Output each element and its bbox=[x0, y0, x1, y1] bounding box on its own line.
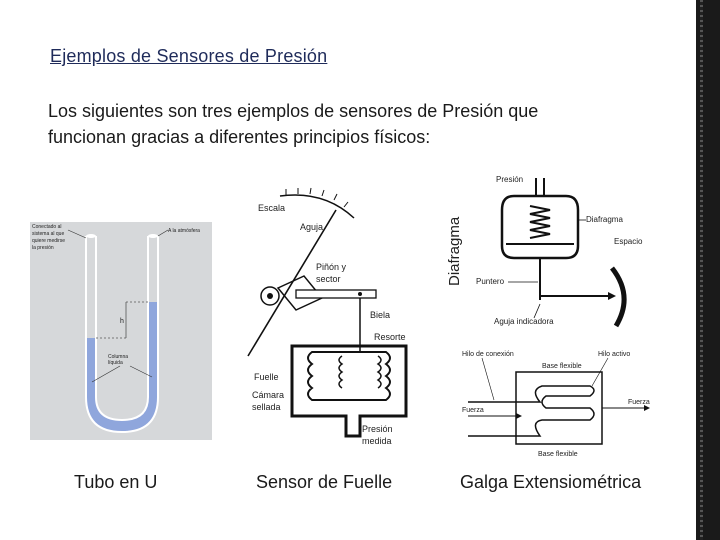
diaphragm-needle-label: Aguja indicadora bbox=[494, 317, 554, 326]
bellows-measured-label-2: medida bbox=[362, 436, 392, 446]
diaphragm-housing bbox=[500, 194, 580, 260]
gauge-connection-label: Hilo de conexión bbox=[462, 351, 514, 358]
intro-line-1: Los siguientes son tres ejemplos de sens… bbox=[48, 101, 539, 121]
bellows-needle bbox=[247, 209, 337, 357]
bellows-scale-label: Escala bbox=[258, 203, 285, 213]
gauge-force-left-label: Fuerza bbox=[462, 407, 484, 414]
bellows-pinion-label-2: sector bbox=[316, 274, 341, 284]
bellows-measured-label-1: Presión bbox=[362, 424, 393, 434]
u-tube-atmosphere-label: A la atmósfera bbox=[168, 228, 200, 234]
caption-strain-gauge: Galga Extensiométrica bbox=[460, 472, 642, 492]
diaphragm-pressure-label: Presión bbox=[496, 175, 523, 184]
u-tube-inner bbox=[95, 236, 149, 422]
u-tube-connected-label-4: la presión bbox=[32, 245, 54, 251]
bellows-figure: Escala Aguja Piñón y sector Biela Resort… bbox=[236, 186, 422, 450]
diaphragm-label: Diafragma bbox=[586, 215, 623, 224]
diaphragm-scale bbox=[609, 266, 627, 328]
diaphragm-pointer-label: Puntero bbox=[476, 277, 505, 286]
diaphragm-figure: Presión Diafragma Espacio Puntero Aguja … bbox=[474, 170, 646, 330]
u-tube-column-label-1: Columna bbox=[108, 354, 128, 360]
u-tube-column-label-2: líquida bbox=[108, 360, 123, 366]
bellows-chamber bbox=[290, 344, 408, 438]
u-tube-background bbox=[30, 222, 212, 440]
bellows-scale-arc bbox=[279, 194, 355, 219]
diaphragm-vertical-label: Diafragma bbox=[446, 216, 463, 286]
gauge-force-right-label: Fuerza bbox=[628, 399, 650, 406]
intro-text: Los siguientes son tres ejemplos de sens… bbox=[48, 98, 648, 150]
gauge-base-bottom-label: Base flexible bbox=[538, 451, 578, 458]
bellows-needle-label: Aguja bbox=[300, 222, 323, 232]
u-tube-figure: h Conectado al sistema al que quiere med… bbox=[30, 222, 212, 440]
bellows-pinion-label-1: Piñón y bbox=[316, 262, 347, 272]
slide-right-border bbox=[696, 0, 720, 540]
caption-bellows: Sensor de Fuelle bbox=[256, 472, 393, 492]
gauge-wire bbox=[468, 385, 595, 437]
diaphragm-spring-label: Espacio bbox=[614, 237, 643, 246]
diaphragm-vertical-label-box: Diafragma bbox=[440, 190, 466, 290]
bellows-chamber-label-2: sellada bbox=[252, 402, 281, 412]
caption-u-tube: Tubo en U bbox=[74, 472, 158, 492]
bellows-chamber-label-1: Cámara bbox=[252, 390, 284, 400]
gauge-base-top-label: Base flexible bbox=[542, 363, 582, 370]
bellows-spring-label: Resorte bbox=[374, 332, 406, 342]
u-tube-liquid bbox=[86, 302, 158, 432]
intro-line-2: funcionan gracias a diferentes principio… bbox=[48, 127, 431, 147]
u-tube-connected-label-2: sistema al que bbox=[32, 231, 64, 237]
strain-gauge-figure: Hilo de conexión Hilo activo Base flexib… bbox=[458, 344, 658, 460]
slide-title: Ejemplos de Sensores de Presión bbox=[50, 46, 328, 66]
bellows-rod-label: Biela bbox=[370, 310, 390, 320]
u-tube-connected-label-1: Conectado al bbox=[32, 224, 61, 230]
bellows-bellows-label: Fuelle bbox=[254, 372, 279, 382]
gauge-active-label: Hilo activo bbox=[598, 351, 630, 358]
bellows-folds bbox=[307, 351, 391, 401]
u-tube-connected-label-3: quiere medirse bbox=[32, 238, 65, 244]
u-tube-outer bbox=[85, 236, 159, 434]
u-tube-h-label: h bbox=[120, 318, 124, 325]
